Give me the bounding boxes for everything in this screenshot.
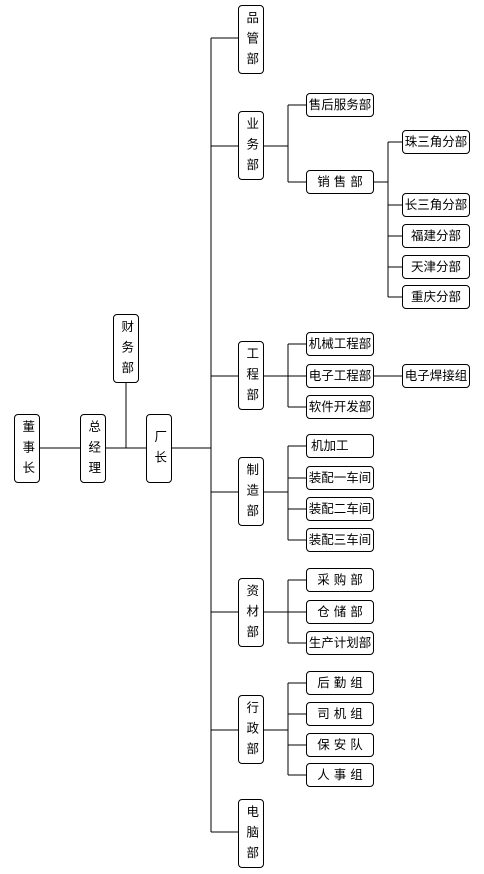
node-dept-materials: 资材部: [238, 578, 264, 647]
node-branch: 长三角分部: [402, 193, 470, 217]
node-branch: 珠三角分部: [402, 130, 470, 154]
node-admin-unit: 人 事 组: [306, 763, 374, 787]
node-dept-quality: 品管部: [238, 5, 264, 74]
node-after-sales: 售后服务部: [306, 93, 374, 117]
node-dept-business: 业务部: [238, 111, 264, 180]
node-manufacturing-unit: 装配一车间: [306, 466, 374, 490]
node-dept-computer: 电脑部: [238, 799, 264, 868]
node-finance: 财务部: [113, 314, 139, 383]
node-branch: 重庆分部: [402, 285, 470, 309]
node-materials-unit: 仓 储 部: [306, 600, 374, 624]
node-materials-unit: 采 购 部: [306, 568, 374, 592]
node-dept-engineering: 工程部: [238, 341, 264, 410]
node-dept-manufacturing: 制造部: [238, 457, 264, 526]
node-engineering-unit: 软件开发部: [306, 395, 374, 419]
node-manufacturing-unit: 装配二车间: [306, 497, 374, 521]
node-admin-unit: 后 勤 组: [306, 671, 374, 695]
node-engineering-unit: 机械工程部: [306, 332, 374, 356]
node-sales: 销 售 部: [306, 170, 374, 194]
node-dept-admin: 行政部: [238, 695, 264, 764]
node-branch: 天津分部: [402, 255, 470, 279]
node-branch: 福建分部: [402, 224, 470, 248]
node-admin-unit: 司 机 组: [306, 702, 374, 726]
node-manufacturing-unit: 机加工: [306, 434, 374, 458]
node-general-manager: 总经理: [80, 414, 106, 483]
node-engineering-unit: 电子工程部: [306, 364, 374, 388]
node-chairman: 董事长: [14, 414, 40, 483]
node-factory-director: 厂长: [146, 414, 172, 483]
node-manufacturing-unit: 装配三车间: [306, 528, 374, 552]
node-electronic-welding: 电子焊接组: [402, 364, 470, 388]
node-admin-unit: 保 安 队: [306, 733, 374, 757]
node-materials-unit: 生产计划部: [306, 631, 374, 655]
